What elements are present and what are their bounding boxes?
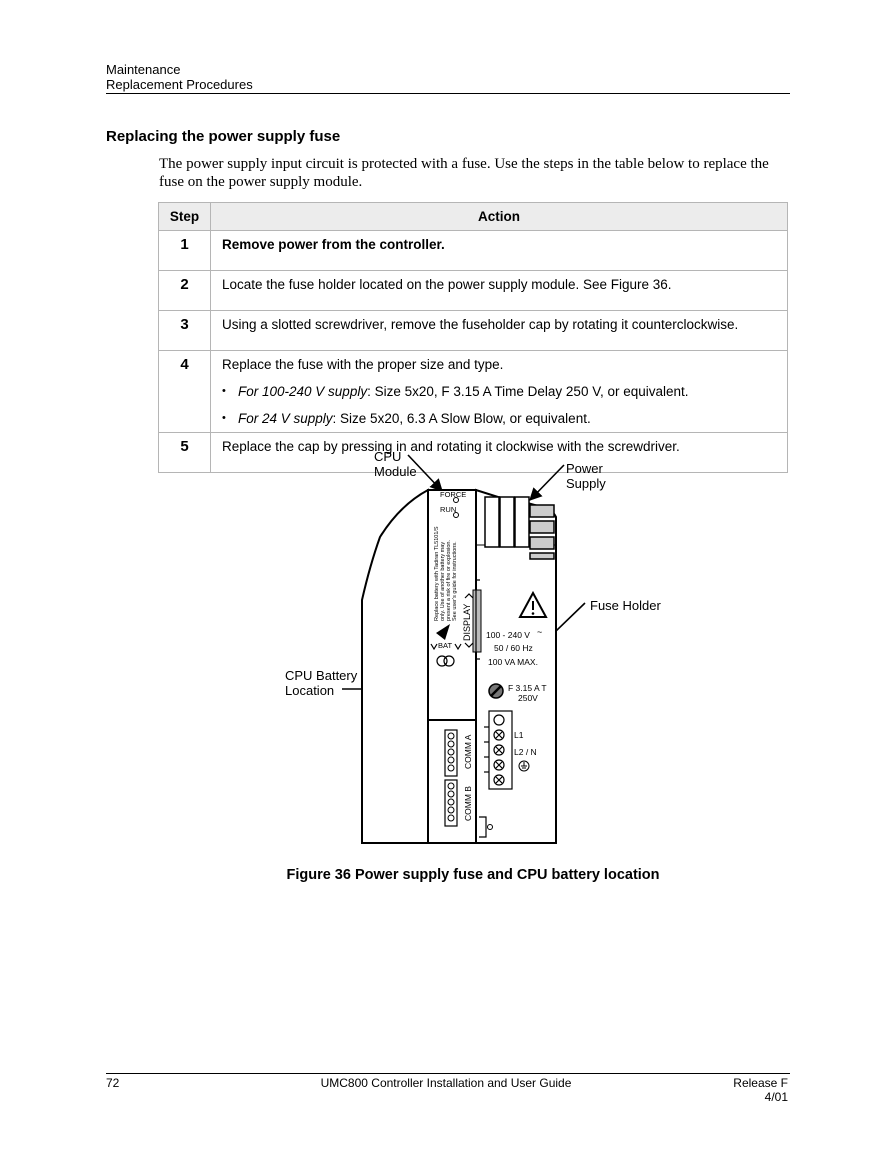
- comm-b-pins: [447, 782, 455, 822]
- table-row: 2 Locate the fuse holder located on the …: [158, 270, 788, 311]
- force-led-icon: [453, 497, 459, 503]
- comm-a-label: COMM A: [463, 734, 473, 769]
- step-column-header: Step: [158, 202, 211, 231]
- bullet-lead: For 100-240 V supply: [238, 384, 368, 399]
- figure-caption: Figure 36 Power supply fuse and CPU batt…: [286, 867, 660, 883]
- display-chevron-down-icon: [464, 642, 474, 648]
- page-number: 72: [106, 1076, 120, 1090]
- power-rating: 100 VA MAX.: [488, 657, 538, 667]
- step-action: Replace the cap by pressing in and rotat…: [210, 432, 788, 473]
- header-chapter: Maintenance: [106, 62, 181, 77]
- run-label: RUN: [440, 505, 456, 514]
- list-item: • For 24 V supply: Size 5x20, 6.3 A Slow…: [222, 411, 777, 426]
- heatsink-fins: [484, 496, 555, 560]
- battery-warning-line: present a risk of fire or explosion.: [446, 540, 452, 621]
- cpu-module-label-2: Module: [374, 464, 417, 479]
- bat-chevron-right-icon: [454, 643, 462, 651]
- step-number: 3: [158, 310, 211, 351]
- l2n-label: L2 / N: [514, 747, 537, 757]
- step-number: 4: [158, 350, 211, 433]
- battery-warning: Replace battery with Tadiran TL5101/S on…: [434, 526, 458, 621]
- step-action-cell: Replace the fuse with the proper size an…: [210, 350, 788, 433]
- power-supply-figure: CPU Module Power Supply Fuse Holder CPU …: [285, 449, 661, 844]
- step-number: 2: [158, 270, 211, 311]
- section-title: Replacing the power supply fuse: [106, 128, 341, 145]
- step-action: Locate the fuse holder located on the po…: [210, 270, 788, 311]
- power-supply-label: Power: [566, 461, 604, 476]
- fuse-rating: F 3.15 A T: [508, 683, 547, 693]
- cpu-module-panel: [427, 489, 477, 721]
- comm-a-pins: [447, 732, 455, 772]
- display-slot: [472, 589, 482, 653]
- bullet-marker: •: [222, 385, 226, 397]
- table-row: 4 Replace the fuse with the proper size …: [158, 350, 788, 433]
- fuse-holder-label: Fuse Holder: [590, 598, 661, 613]
- force-label: FORCE: [440, 490, 466, 499]
- release-label: Release F: [733, 1076, 788, 1090]
- l1-label: L1: [514, 730, 524, 740]
- steps-table: Step Action 1 Remove power from the cont…: [158, 202, 788, 473]
- ac-symbol: ~: [537, 627, 542, 637]
- table-header-row: Step Action: [158, 202, 788, 231]
- step-action: Replace the fuse with the proper size an…: [222, 357, 504, 372]
- battery-warning-line: only. Use of another battery may: [440, 542, 446, 621]
- fuse-holder-icon: [488, 683, 504, 699]
- header-section: Replacement Procedures: [106, 77, 253, 92]
- cpu-battery-label-2: Location: [285, 683, 334, 698]
- frequency-rating: 50 / 60 Hz: [494, 643, 533, 653]
- action-column-header: Action: [210, 202, 788, 231]
- table-row: 5 Replace the cap by pressing in and rot…: [158, 432, 788, 473]
- warning-triangle-icon: [518, 590, 548, 618]
- battery-warning-line: Replace battery with Tadiran TL5101/S: [434, 526, 440, 621]
- display-bracket: [475, 579, 480, 660]
- running-header: Maintenance Replacement Procedures: [106, 62, 253, 92]
- bullet-marker: •: [222, 412, 226, 424]
- comm-b-label: COMM B: [463, 786, 473, 821]
- table-row: 1 Remove power from the controller.: [158, 230, 788, 271]
- battery-cover-icon: [436, 655, 455, 667]
- intro-paragraph: The power supply input circuit is protec…: [159, 156, 769, 190]
- ground-icon: [518, 760, 530, 772]
- bullet-lead: For 24 V supply: [238, 411, 333, 426]
- footer-release: Release F 4/01: [733, 1076, 788, 1104]
- fuse-voltage: 250V: [518, 693, 538, 703]
- step-action: Remove power from the controller.: [210, 230, 788, 271]
- cpu-module-label: CPU: [374, 449, 401, 464]
- table-row: 3 Using a slotted screwdriver, remove th…: [158, 310, 788, 351]
- bullet-text: : Size 5x20, F 3.15 A Time Delay 250 V, …: [367, 384, 689, 399]
- terminal-block: [484, 710, 513, 790]
- bottom-mount: [479, 816, 487, 838]
- step-action: Using a slotted screwdriver, remove the …: [210, 310, 788, 351]
- run-led-icon: [453, 512, 459, 518]
- step-number: 5: [158, 432, 211, 473]
- battery-arrow-icon: [436, 624, 450, 640]
- step-number: 1: [158, 230, 211, 271]
- mount-screw-icon: [487, 824, 493, 830]
- bullet-text: : Size 5x20, 6.3 A Slow Blow, or equival…: [332, 411, 591, 426]
- controller-body-outline: [361, 488, 429, 844]
- display-chevron-up-icon: [464, 593, 474, 599]
- display-label: DISPLAY: [462, 604, 472, 641]
- header-rule: [106, 93, 790, 94]
- footer-rule: [106, 1073, 790, 1074]
- bat-label: BAT: [438, 641, 452, 650]
- list-item: • For 100-240 V supply: Size 5x20, F 3.1…: [222, 384, 777, 399]
- battery-warning-line: See user's guide for instructions.: [452, 541, 458, 621]
- cpu-module-arrow: [407, 454, 443, 492]
- power-supply-label-2: Supply: [566, 476, 606, 491]
- cpu-battery-label: CPU Battery: [285, 668, 358, 683]
- power-supply-arrow: [529, 464, 565, 501]
- bat-chevron-left-icon: [430, 643, 438, 651]
- release-date: 4/01: [764, 1090, 788, 1104]
- voltage-rating: 100 - 240 V: [486, 630, 530, 640]
- footer-title: UMC800 Controller Installation and User …: [320, 1076, 572, 1090]
